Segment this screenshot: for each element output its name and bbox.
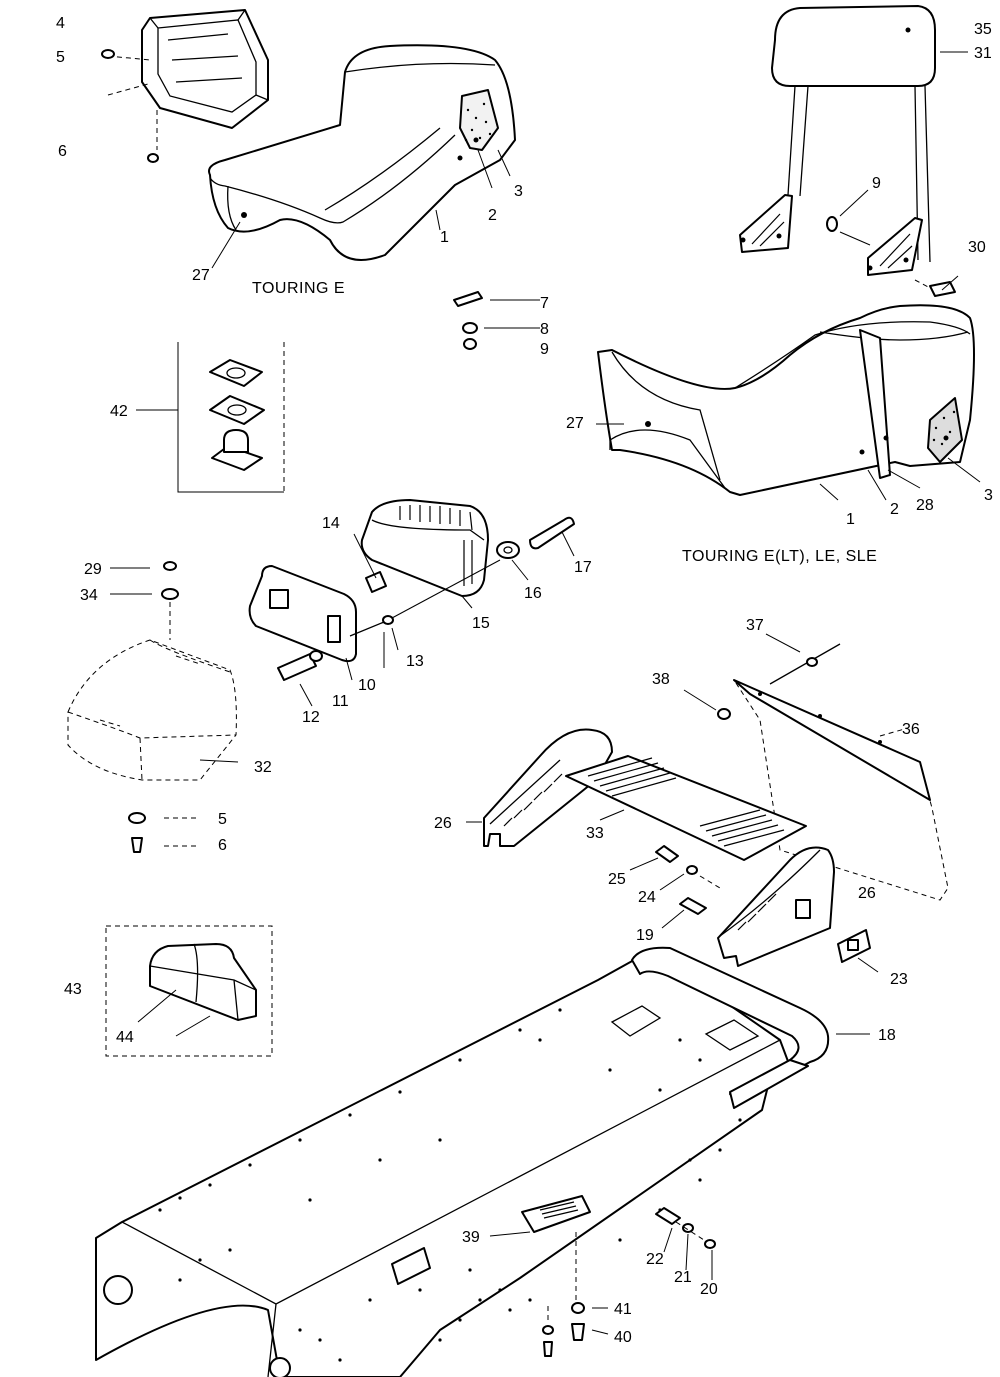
backrest-assembly — [739, 5, 956, 297]
rear-rail-cover-left — [483, 728, 613, 847]
heat-exchanger-plate-33 — [565, 755, 807, 861]
callout-5-lower: 5 — [218, 811, 227, 828]
callout-33: 33 — [586, 825, 604, 842]
callout-32: 32 — [254, 759, 272, 776]
callout-3-elt: 3 — [984, 487, 993, 504]
callout-15: 15 — [472, 615, 490, 632]
callout-6-lower: 6 — [218, 837, 227, 854]
callout-41: 41 — [614, 1301, 632, 1318]
callout-24: 24 — [638, 889, 656, 906]
callout-35: 35 — [974, 21, 992, 38]
callout-1: 1 — [440, 229, 449, 246]
tail-light-assembly — [248, 499, 575, 681]
callout-44: 44 — [116, 1029, 134, 1046]
touring-e-seat — [208, 44, 516, 261]
callout-22: 22 — [646, 1251, 664, 1268]
rear-rail-cover-right — [717, 846, 871, 967]
callout-26: 26 — [434, 815, 452, 832]
callout-23: 23 — [890, 971, 908, 988]
callout-26-right: 26 — [858, 885, 876, 902]
gasket-kit-42 — [136, 342, 285, 493]
callout-9: 9 — [872, 175, 881, 192]
caption-touring-e: TOURING E — [252, 280, 345, 297]
callout-39: 39 — [462, 1229, 480, 1246]
callout-4: 4 — [56, 15, 65, 32]
callout-12: 12 — [302, 709, 320, 726]
callout-40: 40 — [614, 1329, 632, 1346]
seat-mount-bracket — [101, 9, 269, 163]
callout-10: 10 — [358, 677, 376, 694]
callout-11: 11 — [332, 693, 349, 710]
callout-38: 38 — [652, 671, 670, 688]
callout-30: 30 — [968, 239, 986, 256]
callout-28: 28 — [916, 497, 934, 514]
callout-25: 25 — [608, 871, 626, 888]
callout-29: 29 — [84, 561, 102, 578]
callout-17: 17 — [574, 559, 592, 576]
rear-tunnel-chassis — [95, 946, 830, 1377]
rear-cover-32 — [67, 561, 237, 853]
callout-3: 3 — [514, 183, 523, 200]
callout-13: 13 — [406, 653, 424, 670]
callout-numbers: 4 5 6 35 31 3 2 1 27 TOURING E 9 30 7 8 … — [56, 15, 993, 1346]
callout-34: 34 — [80, 587, 98, 604]
caption-touring-elt: TOURING E(LT), LE, SLE — [682, 548, 877, 565]
snow-flap-36 — [717, 643, 949, 901]
callout-8: 8 — [540, 321, 549, 338]
callout-2: 2 — [488, 207, 497, 224]
callout-2-elt: 2 — [890, 501, 899, 518]
callout-20: 20 — [700, 1281, 718, 1298]
callout-31: 31 — [974, 45, 992, 62]
callout-9-washer: 9 — [540, 341, 549, 358]
callout-18: 18 — [878, 1027, 896, 1044]
callout-14: 14 — [322, 515, 340, 532]
callout-27: 27 — [192, 267, 210, 284]
callout-6: 6 — [58, 143, 67, 160]
callout-42: 42 — [110, 403, 128, 420]
callout-16: 16 — [524, 585, 542, 602]
foam-kit-43 — [105, 925, 273, 1057]
touring-elt-seat — [597, 304, 975, 496]
callout-27-elt: 27 — [566, 415, 584, 432]
callout-21: 21 — [674, 1269, 692, 1286]
callout-5: 5 — [56, 49, 65, 66]
callout-43: 43 — [64, 981, 82, 998]
callout-7: 7 — [540, 295, 549, 312]
leader-lines — [110, 51, 981, 1335]
callout-37: 37 — [746, 617, 764, 634]
callout-36: 36 — [902, 721, 920, 738]
fastener-set-7-8-9 — [453, 291, 540, 350]
callout-19: 19 — [636, 927, 654, 944]
bolts-19-24-25 — [655, 845, 721, 915]
callout-1-elt: 1 — [846, 511, 855, 528]
